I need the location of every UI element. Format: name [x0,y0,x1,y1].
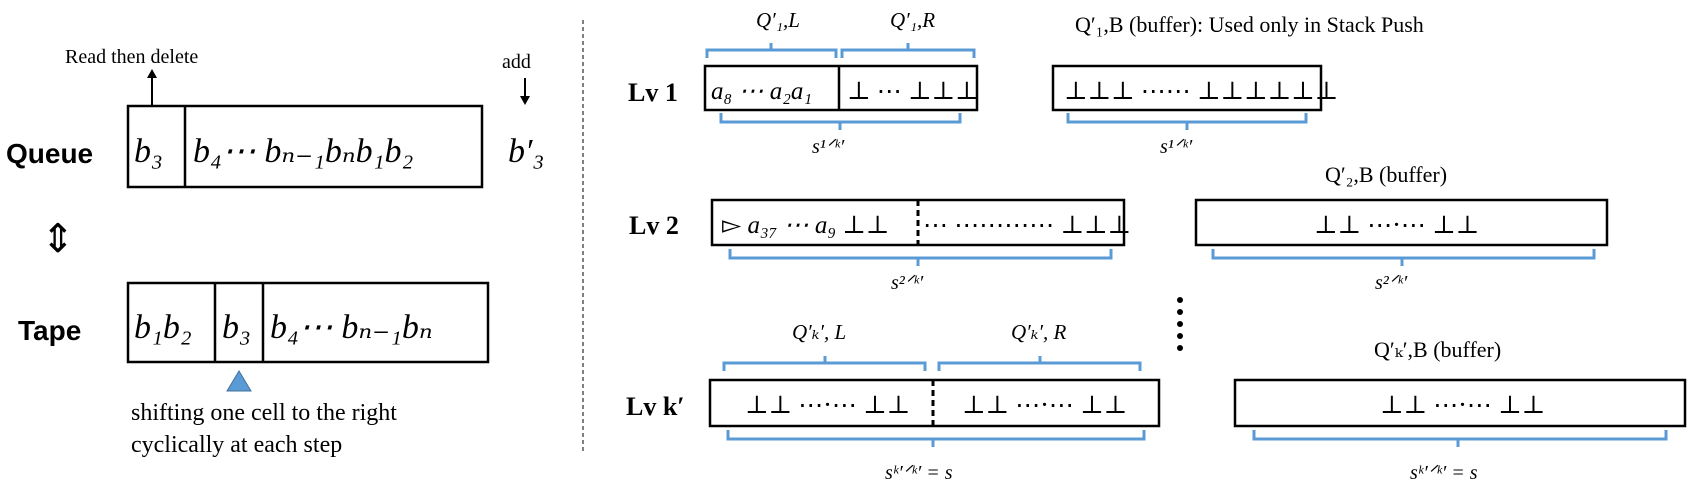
lv2-right-content: ⋯ ⋯⋯⋯⋯ ⊥⊥⊥ [923,212,1131,239]
queue-box [126,104,484,189]
lv1-q-right-label: Q′₁,R [890,8,935,32]
lvk-right-top-brace [937,356,1142,371]
tape-box [126,281,490,364]
lvk-bottom-brace [726,430,1146,447]
lvk-buffer-label: Q′ₖ′,B (buffer) [1374,337,1501,362]
lv1-buffer-label: Q′₁,B (buffer): Used only in Stack Push [1075,12,1424,37]
add-arrow-head [520,96,530,105]
lvk-size: sᵏ′ᐟᵏ′ = s [885,462,953,484]
lv1-size: s¹ᐟᵏ′ [812,136,845,158]
lv1-buffer-size: s¹ᐟᵏ′ [1160,136,1193,158]
lvk-left-content: ⊥⊥ ⋯⋅⋯ ⊥⊥ [745,392,910,419]
lv2-buffer-size: s²ᐟᵏ′ [1375,272,1408,294]
add-label: add [502,51,531,73]
lvk-q-right-label: Q′ₖ′, R [1011,320,1067,344]
lvk-q-left-label: Q′ₖ′, L [792,320,846,344]
lvk-buffer-size: sᵏ′ᐟᵏ′ = s [1410,462,1478,484]
lv1-buffer-brace [1066,113,1308,130]
lv2-buffer-box [1194,198,1609,247]
read-arrow-head [147,69,157,78]
lvk-label: Lv k′ [626,392,685,421]
lvk-right-content: ⊥⊥ ⋯⋅⋯ ⊥⊥ [962,392,1127,419]
lvk-buffer-content: ⊥⊥ ⋯⋅⋯ ⊥⊥ [1380,392,1545,419]
lv1-left-content: a₈ ⋯ a₂a₁ [711,78,812,105]
queue-label: Queue [6,138,93,169]
lv1-q-left-label: Q′₁,L [756,8,800,32]
equivalence-arrow: ⇕ [41,217,75,261]
lv1-left-top-brace [705,43,838,58]
head-caption-line1: shifting one cell to the right [131,400,397,426]
read-then-delete-label: Read then delete [65,46,198,68]
lvk-buffer-box [1233,378,1687,428]
lv2-size: s²ᐟᵏ′ [891,272,924,294]
lv2-buffer-brace [1211,249,1596,266]
tape-cell-2: b₃ [222,309,251,346]
queue-cell-2: b₄⋯ bₙ₋₁bₙb₁b₂ [193,133,413,170]
lvk-buffer-brace [1252,430,1668,447]
lv1-buffer-content: ⊥⊥⊥ ⋯⋯ ⊥⊥⊥⊥⊥⊥ [1064,78,1338,105]
tape-label: Tape [18,315,81,346]
vertical-ellipsis [1177,297,1183,351]
head-caption-line2: cyclically at each step [131,432,342,458]
tape-cell-3: b₄⋯ bₙ₋₁bₙ [270,309,433,346]
tape-head-marker [226,370,252,392]
lv1-bottom-brace [719,113,962,130]
lvk-left-top-brace [722,356,927,371]
lv1-buffer-box [1051,64,1323,112]
lv2-buffer-content: ⊥⊥ ⋯⋅⋯ ⊥⊥ [1314,212,1479,239]
lv1-queue-box [703,64,979,112]
lv1-label: Lv 1 [628,78,678,107]
lv2-bottom-brace [728,249,1113,266]
lv2-label: Lv 2 [629,211,679,240]
queue-incoming-symbol: b′₃ [508,133,544,170]
lv2-left-content: ▻ a₃₇ ⋯ a₉ ⊥⊥ [722,212,889,239]
lv2-buffer-label: Q′₂,B (buffer) [1325,162,1447,187]
lv1-right-content: ⊥ ⋯ ⊥⊥⊥ [847,78,979,105]
queue-cell-1: b₃ [134,133,163,170]
lv1-right-top-brace [840,43,976,58]
tape-cell-1: b₁b₂ [134,309,192,346]
